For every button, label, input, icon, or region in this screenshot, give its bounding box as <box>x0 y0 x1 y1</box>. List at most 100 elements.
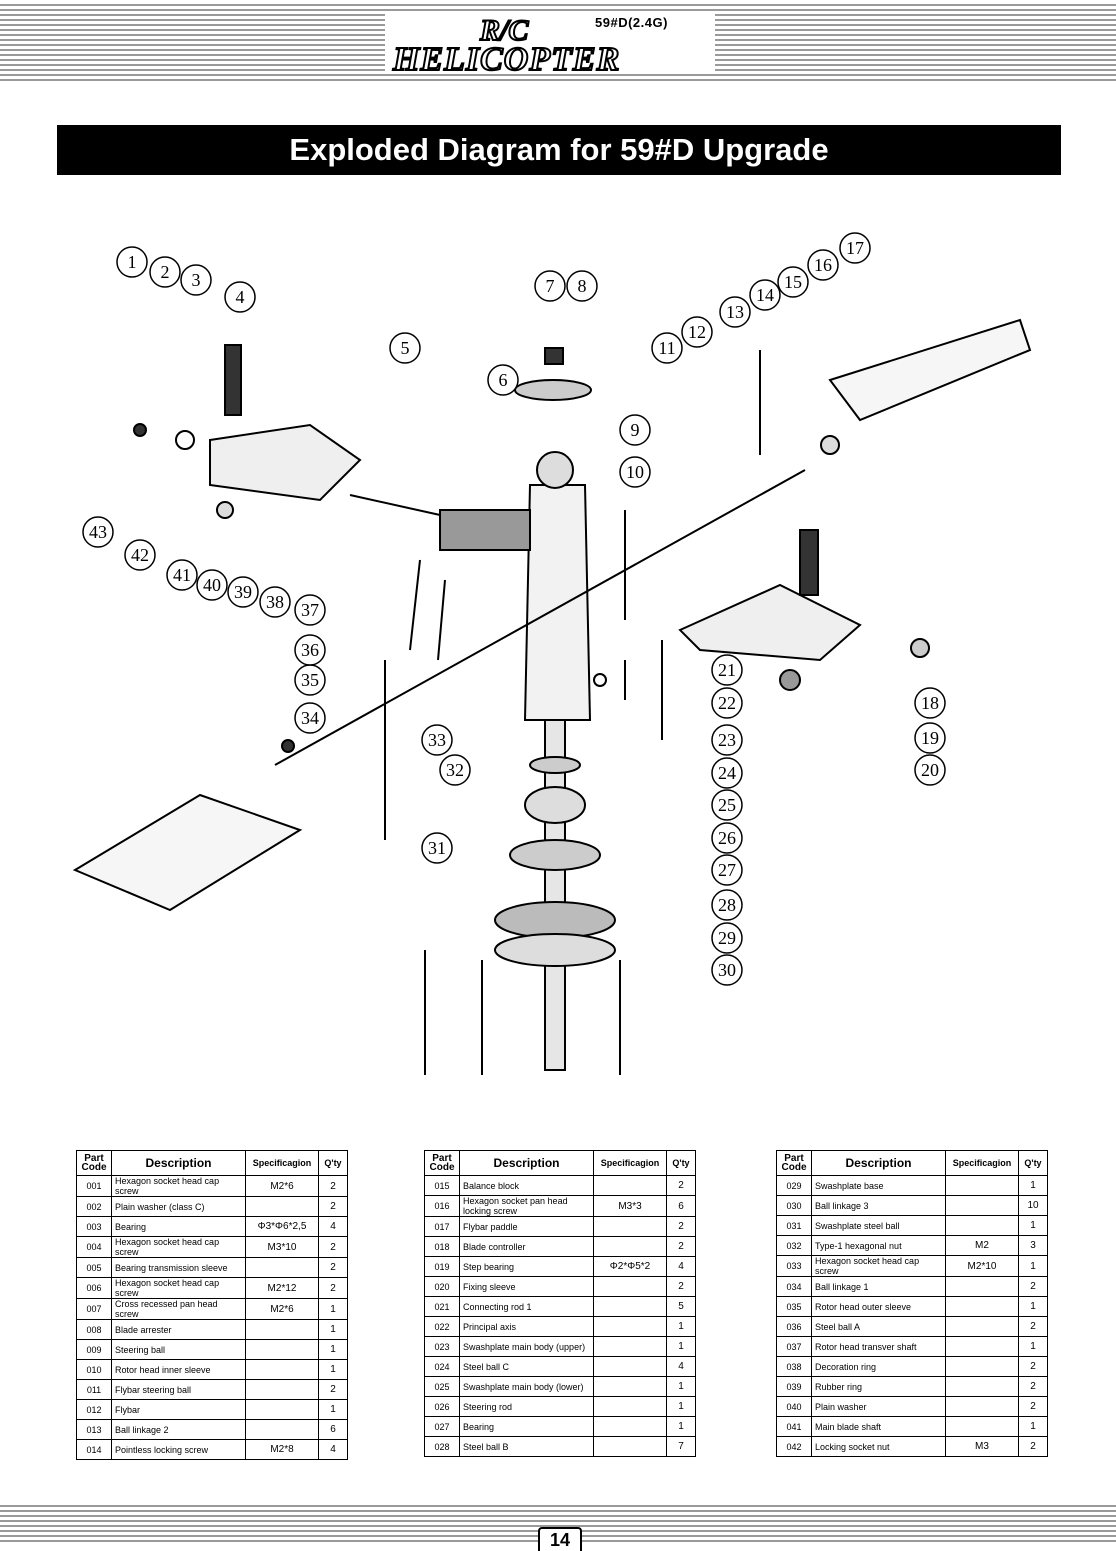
svg-text:19: 19 <box>921 728 939 748</box>
description-cell: Steel ball B <box>459 1436 594 1457</box>
svg-text:5: 5 <box>401 338 410 358</box>
description-cell: Pointless locking screw <box>111 1439 246 1460</box>
callout-7: 7 <box>534 270 566 302</box>
callout-29: 29 <box>711 922 743 954</box>
svg-text:40: 40 <box>203 575 221 595</box>
svg-text:32: 32 <box>446 760 464 780</box>
spec-cell <box>945 1276 1019 1297</box>
spec-cell <box>245 1319 319 1340</box>
spec-cell <box>945 1416 1019 1437</box>
spec-cell <box>593 1436 667 1457</box>
description-cell: Step bearing <box>459 1256 594 1277</box>
part-code-cell: 013 <box>76 1419 112 1440</box>
spec-cell <box>593 1336 667 1357</box>
svg-text:1: 1 <box>128 252 137 272</box>
callout-36: 36 <box>294 634 326 666</box>
spec-cell <box>593 1175 667 1196</box>
callout-12: 12 <box>681 316 713 348</box>
qty-cell: 1 <box>666 1416 696 1437</box>
part-code-cell: 006 <box>76 1277 112 1299</box>
spec-cell <box>245 1257 319 1278</box>
col-description: Description <box>811 1150 946 1176</box>
qty-cell: 2 <box>318 1257 348 1278</box>
spec-cell <box>245 1419 319 1440</box>
qty-cell: 4 <box>666 1356 696 1377</box>
table-header-row: Part Code Description Specificagion Q'ty <box>424 1150 696 1176</box>
description-cell: Main blade shaft <box>811 1416 946 1437</box>
callout-32: 32 <box>439 754 471 786</box>
callout-30: 30 <box>711 954 743 986</box>
svg-text:9: 9 <box>631 420 640 440</box>
col-part-code: Part Code <box>776 1150 812 1176</box>
spec-cell <box>945 1396 1019 1417</box>
qty-cell: 7 <box>666 1436 696 1457</box>
qty-cell: 1 <box>1018 1175 1048 1196</box>
callouts: 1 2 3 4 5 6 7 8 9 10 11 12 13 14 15 16 1… <box>82 232 946 986</box>
qty-cell: 1 <box>666 1336 696 1357</box>
callout-2: 2 <box>149 256 181 288</box>
col-description: Description <box>111 1150 246 1176</box>
description-cell: Ball linkage 3 <box>811 1195 946 1216</box>
description-cell: Plain washer (class C) <box>111 1196 246 1217</box>
callout-21: 21 <box>711 654 743 686</box>
description-cell: Swashplate base <box>811 1175 946 1196</box>
description-cell: Plain washer <box>811 1396 946 1417</box>
description-cell: Connecting rod 1 <box>459 1296 594 1317</box>
spec-cell <box>245 1359 319 1380</box>
description-cell: Steering rod <box>459 1396 594 1417</box>
description-cell: Rotor head transver shaft <box>811 1336 946 1357</box>
spec-cell: Φ3*Φ6*2,5 <box>245 1216 319 1237</box>
description-cell: Steel ball A <box>811 1316 946 1337</box>
svg-text:15: 15 <box>784 272 802 292</box>
svg-text:34: 34 <box>301 708 319 728</box>
callout-37: 37 <box>294 594 326 626</box>
page-number: 14 <box>538 1527 582 1551</box>
col-part-code: Part Code <box>76 1150 112 1176</box>
description-cell: Swashplate steel ball <box>811 1215 946 1236</box>
part-code-cell: 001 <box>76 1175 112 1197</box>
svg-text:14: 14 <box>756 285 774 305</box>
part-code-cell: 017 <box>424 1216 460 1237</box>
qty-cell: 1 <box>318 1339 348 1360</box>
part-code-cell: 019 <box>424 1256 460 1277</box>
description-cell: Rotor head inner sleeve <box>111 1359 246 1380</box>
qty-cell: 2 <box>1018 1396 1048 1417</box>
spec-cell: Φ2*Φ5*2 <box>593 1256 667 1277</box>
spec-cell: M2*8 <box>245 1439 319 1460</box>
svg-text:4: 4 <box>236 287 245 307</box>
spec-cell: M3*10 <box>245 1236 319 1258</box>
callout-42: 42 <box>124 539 156 571</box>
svg-text:41: 41 <box>173 565 191 585</box>
callout-20: 20 <box>914 754 946 786</box>
spec-cell: M2*10 <box>945 1255 1019 1277</box>
brand-logo: R/C HELICOPTER <box>385 13 715 79</box>
qty-cell: 2 <box>666 1175 696 1196</box>
svg-text:29: 29 <box>718 928 736 948</box>
qty-cell: 1 <box>666 1316 696 1337</box>
part-code-cell: 014 <box>76 1439 112 1460</box>
description-cell: Fixing sleeve <box>459 1276 594 1297</box>
svg-text:22: 22 <box>718 693 736 713</box>
part-code-cell: 028 <box>424 1436 460 1457</box>
callout-11: 11 <box>651 332 683 364</box>
description-cell: Type-1 hexagonal nut <box>811 1235 946 1256</box>
svg-text:25: 25 <box>718 795 736 815</box>
description-cell: Hexagon socket head cap screw <box>111 1175 246 1197</box>
svg-text:2: 2 <box>161 262 170 282</box>
description-cell: Steel ball C <box>459 1356 594 1377</box>
callout-17: 17 <box>839 232 871 264</box>
description-cell: Decoration ring <box>811 1356 946 1377</box>
